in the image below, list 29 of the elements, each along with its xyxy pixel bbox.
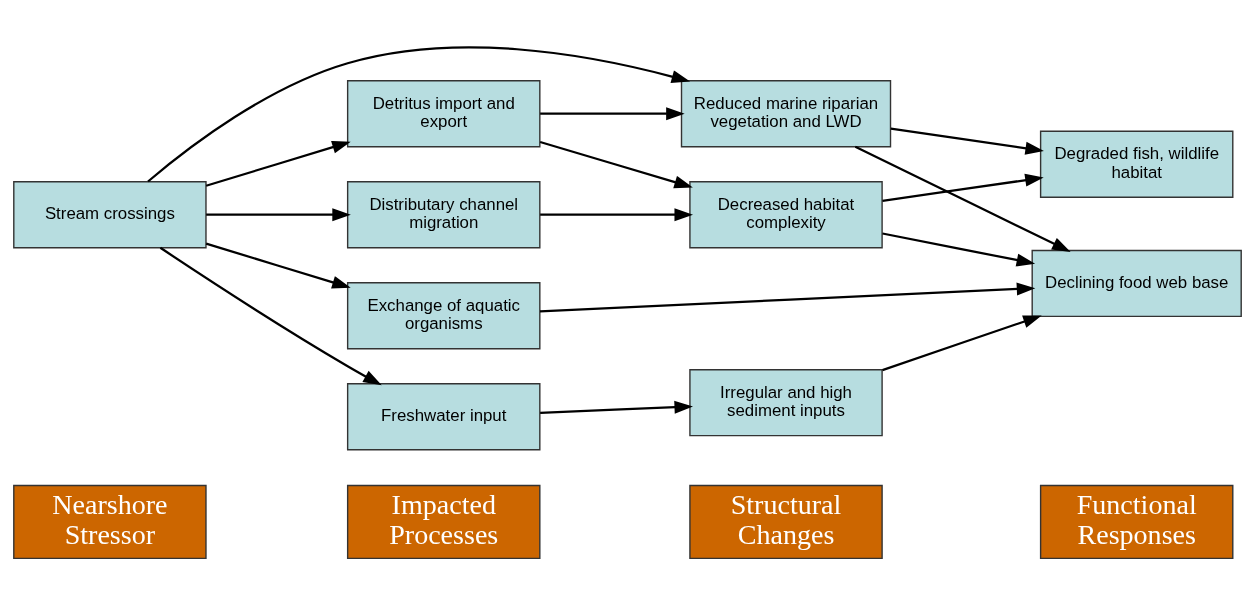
arrow — [539, 140, 693, 189]
arrow — [540, 400, 693, 414]
arrow — [882, 173, 1044, 202]
node-box: Exchange of aquatic organisms — [346, 282, 541, 350]
arrow — [890, 127, 1044, 155]
arrow — [854, 145, 1071, 252]
arrow — [882, 315, 1042, 372]
node-box: Structural Changes — [689, 484, 883, 560]
node-box: Degraded fish, wildlife habitat — [1039, 130, 1234, 198]
node-box: Reduced marine riparian vegetation and LWD — [680, 80, 892, 148]
node-box: Distributary channel migration — [346, 181, 541, 249]
node-box: Freshwater input — [346, 383, 541, 451]
node-box: Decreased habitat complexity — [689, 181, 883, 249]
arrow — [882, 232, 1036, 267]
node-box: Functional Responses — [1039, 484, 1234, 560]
arrow — [159, 246, 382, 386]
node-box: Stream crossings — [13, 181, 207, 249]
arrow — [205, 242, 351, 289]
arrow — [540, 107, 685, 121]
node-box: Detritus import and export — [346, 80, 541, 148]
node-box: Irregular and high sediment inputs — [689, 369, 883, 437]
node-box: Impacted Processes — [346, 484, 541, 560]
arrow — [205, 140, 351, 187]
arrow — [539, 282, 1036, 313]
arrow — [206, 208, 351, 222]
node-box: Declining food web base — [1031, 249, 1242, 318]
node-box: Nearshore Stressor — [13, 484, 207, 560]
arrow — [540, 208, 693, 222]
arrow — [147, 46, 691, 183]
